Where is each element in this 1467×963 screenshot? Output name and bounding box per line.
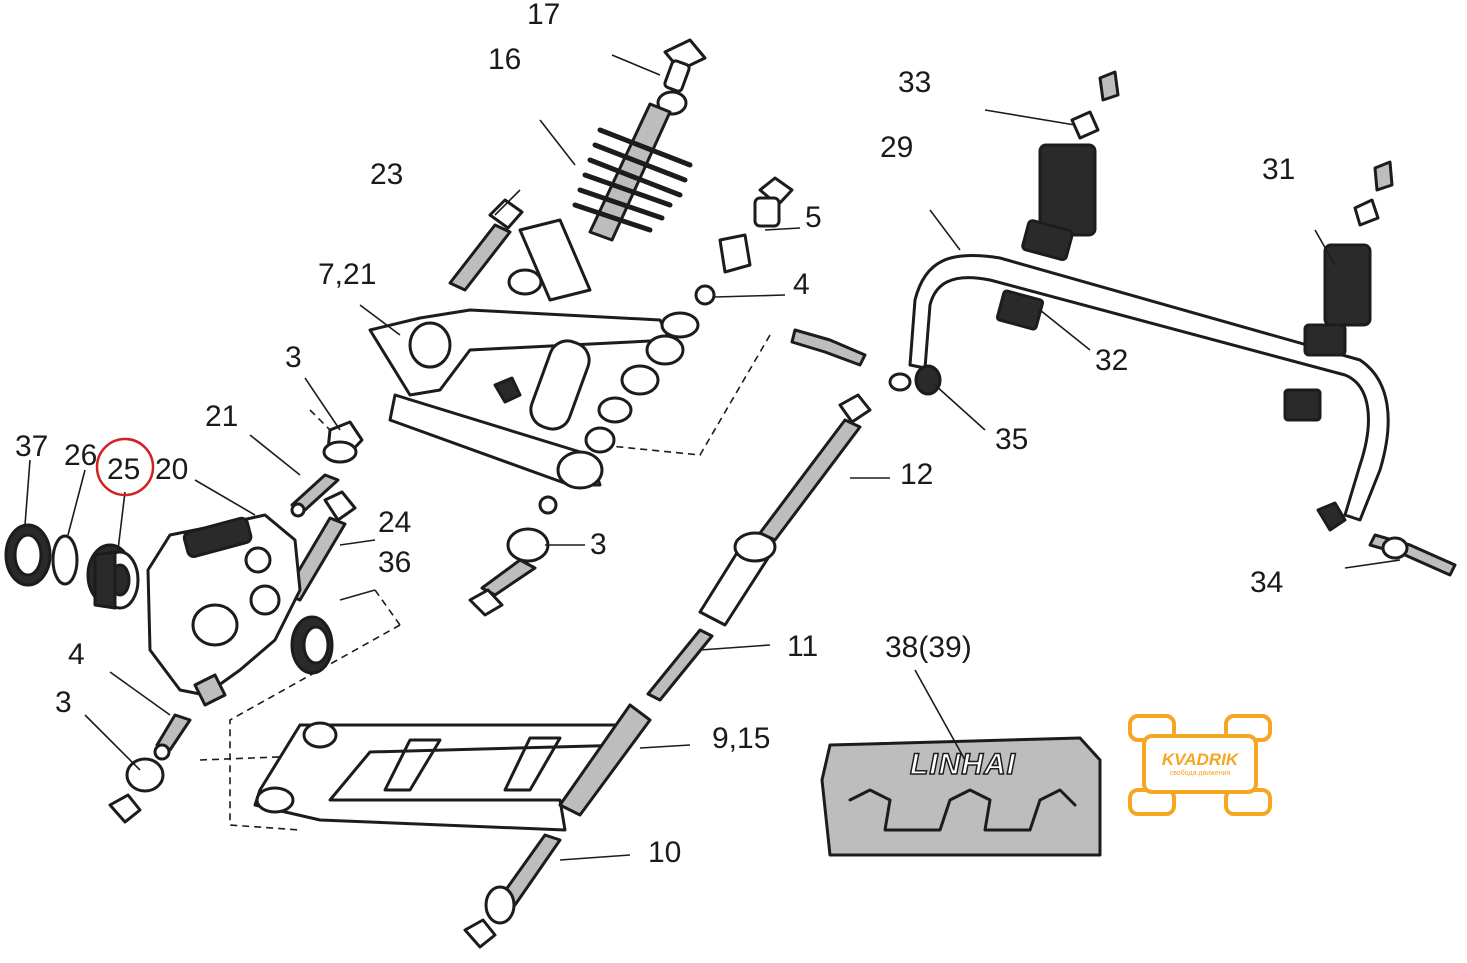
seal-part-36: [290, 615, 334, 675]
callout-16: 16: [488, 43, 522, 76]
callout-25: 25: [107, 453, 141, 486]
clamp-part-33: [1021, 70, 1120, 262]
kvadrik-watermark-logo: KVADRIK свобода движения: [1122, 712, 1278, 820]
nut-part-3-lower: [108, 757, 165, 824]
cover-plate-part-38: [820, 736, 1102, 857]
bolt-part-4-lower: [153, 713, 192, 761]
callout-24: 24: [378, 506, 412, 539]
watermark-tagline: свобода движения: [1169, 770, 1231, 777]
circlip-part-26: [51, 534, 79, 586]
bolt-part-11: [646, 531, 777, 702]
callout-34: 34: [1250, 566, 1284, 599]
watermark-name: KVADRIK: [1161, 750, 1239, 769]
bushing-part-32: [995, 289, 1322, 422]
callout-31: 31: [1262, 153, 1296, 186]
callout-10: 10: [648, 836, 682, 869]
link-part-35: [790, 328, 942, 396]
callout-23: 23: [370, 158, 404, 191]
callout-3-lower: 3: [55, 686, 72, 719]
callout-4-lower: 4: [68, 638, 85, 671]
callout-37: 37: [15, 430, 49, 463]
callout-7-21: 7,21: [318, 258, 377, 291]
callout-32: 32: [1095, 344, 1129, 377]
callout-20: 20: [155, 453, 189, 486]
callout-33: 33: [898, 66, 932, 99]
callout-38-39: 38(39): [885, 631, 972, 664]
shock-absorber-part-16: [507, 90, 693, 302]
callout-17: 17: [527, 0, 561, 31]
callout-4-upper: 4: [793, 268, 810, 301]
bolt-part-5: [718, 176, 794, 274]
kvadrik-logo-graphic: [1128, 714, 1272, 816]
bolt-part-10: [463, 833, 562, 949]
clamp-part-31: [1303, 160, 1394, 357]
brand-logo-linhai: LINHAI: [909, 747, 1016, 782]
callout-11: 11: [787, 630, 819, 663]
nut-part-3-left: [322, 420, 364, 464]
callout-3-middle: 3: [590, 528, 607, 561]
seal-part-37: [4, 523, 52, 587]
upper-a-arm-part-7: [368, 308, 672, 490]
callout-36: 36: [378, 546, 412, 579]
leader-lines: [24, 54, 1401, 861]
bolt-part-3-middle: [468, 495, 558, 617]
highlight-circle: [95, 437, 155, 497]
bolt-part-12: [758, 393, 872, 542]
callout-12: 12: [900, 458, 934, 491]
stabilizer-bar-part-29: [908, 253, 1390, 522]
lower-a-arm-part-9: [253, 703, 652, 832]
link-part-34: [1316, 501, 1457, 577]
callout-26: 26: [64, 439, 98, 472]
callout-9-15: 9,15: [712, 722, 771, 755]
top-bolt-part-17: [663, 38, 707, 93]
callout-3-upper: 3: [285, 341, 302, 374]
bolt-part-23: [448, 198, 524, 292]
steering-knuckle-part-20: [146, 513, 302, 707]
callout-29: 29: [880, 131, 914, 164]
callout-21: 21: [205, 400, 239, 433]
bushing-stack-part-4: [584, 284, 716, 454]
bolt-part-21: [290, 473, 340, 518]
callout-35: 35: [995, 423, 1029, 456]
callout-5: 5: [805, 201, 822, 234]
bearing-part-25: [86, 543, 140, 610]
